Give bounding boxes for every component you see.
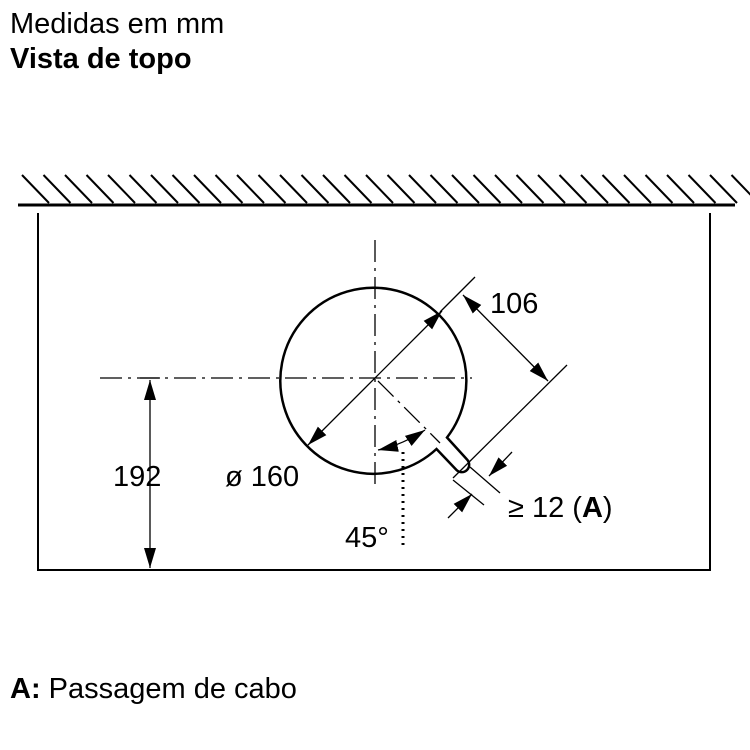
hatch-line <box>150 174 179 204</box>
hatch-line <box>580 174 609 204</box>
height-dimension <box>140 377 160 568</box>
offset-label: 106 <box>490 288 538 320</box>
hatch-line <box>343 174 373 204</box>
legend: A: Passagem de cabo <box>10 673 297 706</box>
hatch-line <box>279 174 308 204</box>
hatch-line <box>236 174 265 204</box>
hatch-line <box>429 174 459 204</box>
hatch-line <box>558 174 588 204</box>
hatch-line <box>451 174 480 204</box>
gap-label: ≥ 12 (A) <box>508 492 613 524</box>
wall-hatching <box>18 174 750 207</box>
center-lines <box>100 240 472 490</box>
hatch-line <box>365 174 394 204</box>
hatch-line <box>408 174 437 204</box>
hatch-line <box>666 174 695 204</box>
hatch-line <box>21 174 50 204</box>
hatch-line <box>601 174 631 204</box>
legend-key: A: <box>10 673 41 705</box>
angle-arc <box>377 429 426 452</box>
hatch-line <box>322 174 351 204</box>
hatch-line <box>515 174 545 204</box>
units-label: Medidas em mm <box>10 8 225 40</box>
view-title: Vista de topo <box>10 43 192 75</box>
legend-text: Passagem de cabo <box>40 673 297 705</box>
hatch-line <box>42 174 72 204</box>
cabinet-outline <box>37 213 711 571</box>
hatch-line <box>644 174 674 204</box>
hole-outline <box>279 286 471 475</box>
hatch-line <box>687 174 717 204</box>
hatch-line <box>214 174 244 204</box>
hatch-line <box>193 174 222 204</box>
hatch-line <box>494 174 523 204</box>
hatch-line <box>171 174 201 204</box>
diameter-dimension <box>307 310 443 446</box>
hatch-line <box>709 174 738 204</box>
hatch-line <box>537 174 566 204</box>
hatch-line <box>730 174 750 196</box>
height-label: 192 <box>113 461 161 493</box>
offset-dimension <box>439 276 568 479</box>
diameter-label: ø 160 <box>225 461 299 493</box>
hatch-line <box>64 174 93 204</box>
hatch-line <box>623 174 652 204</box>
gap-dimension <box>447 451 513 519</box>
hatch-line <box>128 174 158 204</box>
hatch-line <box>386 174 416 204</box>
hatch-line <box>472 174 502 204</box>
hatch-line <box>257 174 287 204</box>
hatch-line <box>300 174 330 204</box>
hatch-line <box>107 174 136 204</box>
hatch-line <box>85 174 115 204</box>
angle-label: 45° <box>345 522 389 554</box>
